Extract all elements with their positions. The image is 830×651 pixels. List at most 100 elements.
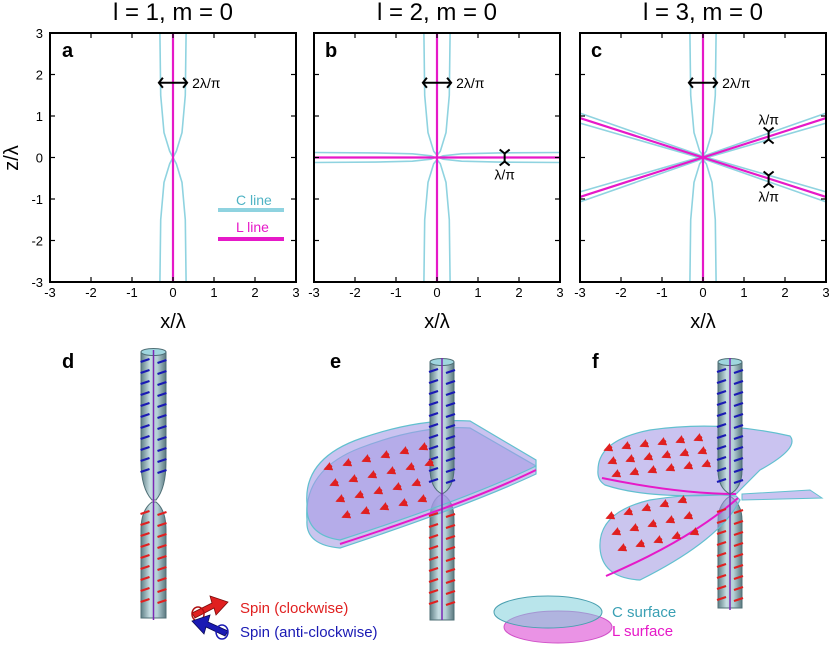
spin-arrow bbox=[445, 390, 456, 397]
c-surface-label: C surface bbox=[612, 604, 676, 621]
spin-arrow bbox=[647, 519, 658, 528]
panel-f-spins-plane bbox=[603, 433, 712, 552]
spin-arrow bbox=[733, 574, 744, 581]
spin-arrow bbox=[157, 446, 167, 453]
spin-arrow bbox=[428, 555, 439, 562]
spin-arrow bbox=[140, 553, 150, 560]
a-xtick-label: -2 bbox=[85, 285, 97, 300]
a-ytick-label: 2 bbox=[36, 68, 43, 83]
a-ytick-label: 3 bbox=[36, 26, 43, 41]
spin-arrow bbox=[716, 540, 727, 547]
panel-d-spins-anticlockwise bbox=[140, 357, 167, 475]
spin-arrow bbox=[716, 367, 727, 374]
panel-f-illustration bbox=[597, 358, 824, 610]
spin-arrow bbox=[428, 433, 439, 440]
spin-arrow bbox=[445, 534, 456, 541]
b-xtick-label: 3 bbox=[556, 285, 563, 300]
a-ytick-label: 0 bbox=[36, 151, 43, 166]
spin-arrow bbox=[157, 457, 167, 464]
c-width-marker-cap bbox=[762, 182, 775, 189]
spin-arrow bbox=[140, 531, 150, 538]
spin-arrow bbox=[379, 502, 390, 511]
l-surface-label: L surface bbox=[612, 623, 673, 640]
panel-a-ylabel: z/λ bbox=[1, 145, 23, 171]
spin-arrow bbox=[140, 509, 150, 516]
spin-arrow bbox=[445, 556, 456, 563]
b-xtick-label: -3 bbox=[308, 285, 320, 300]
spin-arrow bbox=[428, 367, 439, 374]
spin-arrow bbox=[445, 600, 456, 607]
c-width-label: λ/π bbox=[758, 112, 779, 128]
spin-arrow bbox=[157, 424, 167, 431]
panel-b-label: b bbox=[325, 40, 337, 62]
spin-arrow bbox=[733, 467, 744, 474]
spin-arrow bbox=[671, 531, 682, 540]
spin-arrow bbox=[657, 437, 668, 446]
spin-arrow bbox=[360, 506, 371, 515]
spin-arrow bbox=[683, 461, 694, 470]
spin-arrow bbox=[643, 452, 654, 461]
spin-arrow bbox=[716, 507, 727, 514]
spin-arrow bbox=[661, 450, 672, 459]
b-c-line-0 bbox=[423, 32, 438, 156]
spin-arrow bbox=[445, 379, 456, 386]
spin-arrow bbox=[445, 512, 456, 519]
spin-arrow bbox=[445, 456, 456, 463]
spin-arrow bbox=[140, 357, 150, 364]
a-xtick-label: -3 bbox=[44, 285, 56, 300]
spin-arrow bbox=[428, 544, 439, 551]
spin-arrow bbox=[323, 462, 334, 471]
c-width-marker-cap bbox=[762, 126, 775, 133]
spin-arrow bbox=[411, 478, 422, 487]
spin-arrow bbox=[342, 458, 353, 467]
b-c-line-2 bbox=[423, 159, 438, 283]
a-width-marker-cap bbox=[157, 77, 164, 89]
spin-arrow bbox=[157, 521, 167, 528]
spin-arrow bbox=[428, 477, 439, 484]
spin-arrow bbox=[733, 390, 744, 397]
b-width-marker-cap bbox=[421, 77, 428, 89]
spin-arrow bbox=[716, 378, 727, 385]
spin-arrow bbox=[733, 379, 744, 386]
spin-arrow bbox=[716, 595, 727, 602]
spin-arrow bbox=[445, 467, 456, 474]
spin-arrow bbox=[329, 478, 340, 487]
panel-a-label: a bbox=[62, 40, 74, 62]
spin-anticlockwise-icon bbox=[191, 614, 229, 640]
spin-arrow bbox=[665, 463, 676, 472]
spin-arrow bbox=[140, 586, 150, 593]
spin-arrow bbox=[140, 597, 150, 604]
b-c-line-4 bbox=[313, 151, 436, 159]
spin-arrow bbox=[679, 448, 690, 457]
c-width-label: 2λ/π bbox=[722, 75, 751, 91]
c-c-line-4 bbox=[579, 112, 704, 158]
panel-b-xlabel: x/λ bbox=[424, 311, 450, 333]
spin-arrow bbox=[445, 578, 456, 585]
c-xtick-label: -1 bbox=[656, 285, 668, 300]
spin-arrow bbox=[428, 577, 439, 584]
panel-a-title: l = 1, m = 0 bbox=[113, 0, 233, 26]
spin-arrow bbox=[611, 527, 622, 536]
spin-arrow bbox=[659, 499, 670, 508]
spin-arrow bbox=[716, 562, 727, 569]
spin-arrow bbox=[157, 510, 167, 517]
spin-arrow bbox=[373, 486, 384, 495]
spin-arrow bbox=[733, 596, 744, 603]
spin-arrow bbox=[716, 518, 727, 525]
panel-f-spins-anticlockwise bbox=[716, 367, 744, 485]
panel-a-xlabel: x/λ bbox=[160, 311, 186, 333]
spin-arrow bbox=[733, 585, 744, 592]
spin-arrow bbox=[733, 478, 744, 485]
spin-arrow bbox=[733, 368, 744, 375]
spin-anticlockwise-label: Spin (anti-clockwise) bbox=[240, 624, 378, 641]
a-ytick-label: -2 bbox=[31, 234, 43, 249]
spin-arrow bbox=[428, 466, 439, 473]
spin-legend: Spin (clockwise) Spin (anti-clockwise) bbox=[191, 595, 378, 641]
c-width-marker-cap bbox=[712, 77, 719, 89]
spin-arrow bbox=[392, 482, 403, 491]
legend-c-line-label: C line bbox=[236, 192, 272, 208]
spin-arrow bbox=[733, 456, 744, 463]
spin-arrow bbox=[424, 458, 435, 467]
